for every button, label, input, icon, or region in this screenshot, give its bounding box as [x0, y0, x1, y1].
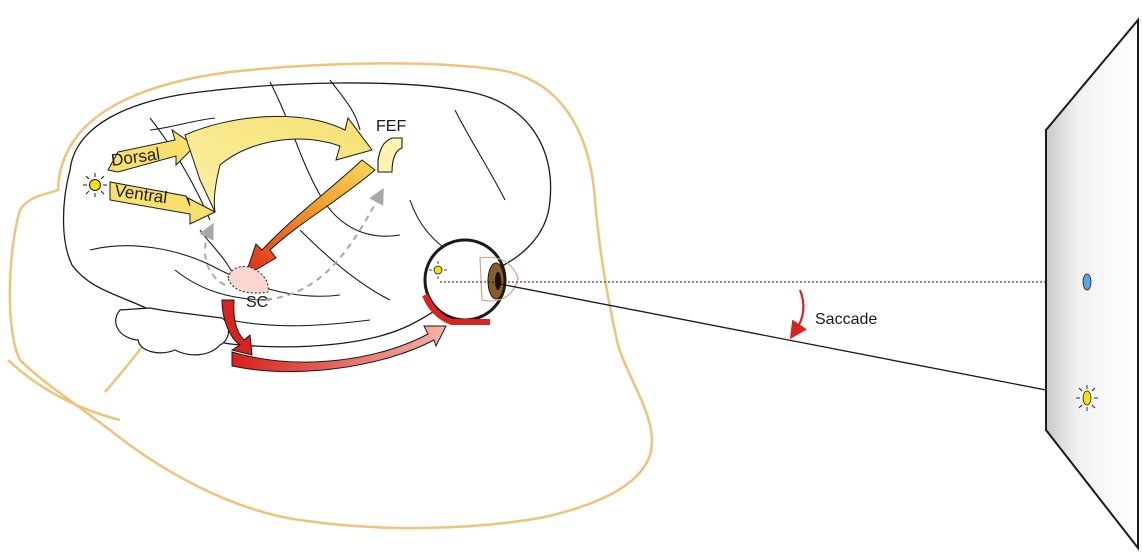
- fef-region: [377, 137, 403, 173]
- saccade-label: Saccade: [815, 311, 877, 328]
- light-stimulus-icon: [83, 173, 107, 197]
- head-outline: [8, 62, 654, 530]
- eye-icon: [422, 238, 519, 325]
- parietal-to-fef-arrow: [184, 115, 373, 213]
- brain-sulci: [89, 79, 506, 327]
- jaw-line: [7, 359, 121, 422]
- fef-label: FEF: [376, 118, 406, 135]
- fef-to-sc-arrow: [244, 159, 376, 278]
- sc-to-brainstem-arrow: [221, 299, 253, 356]
- brainstem-to-eye-arrow: [231, 325, 447, 373]
- sc-to-cortex-feedback-arrow: [199, 222, 226, 286]
- cerebellum: [115, 307, 230, 356]
- saccade-rotation-arrow: [789, 289, 807, 340]
- sc-label: SC: [246, 294, 268, 311]
- display-screen: [1045, 17, 1139, 551]
- target-stimulus-icon: [1076, 385, 1098, 411]
- fixation-point-icon: [1082, 273, 1092, 291]
- saccade-line-of-sight: [499, 283, 1083, 398]
- sc-region: [227, 265, 269, 294]
